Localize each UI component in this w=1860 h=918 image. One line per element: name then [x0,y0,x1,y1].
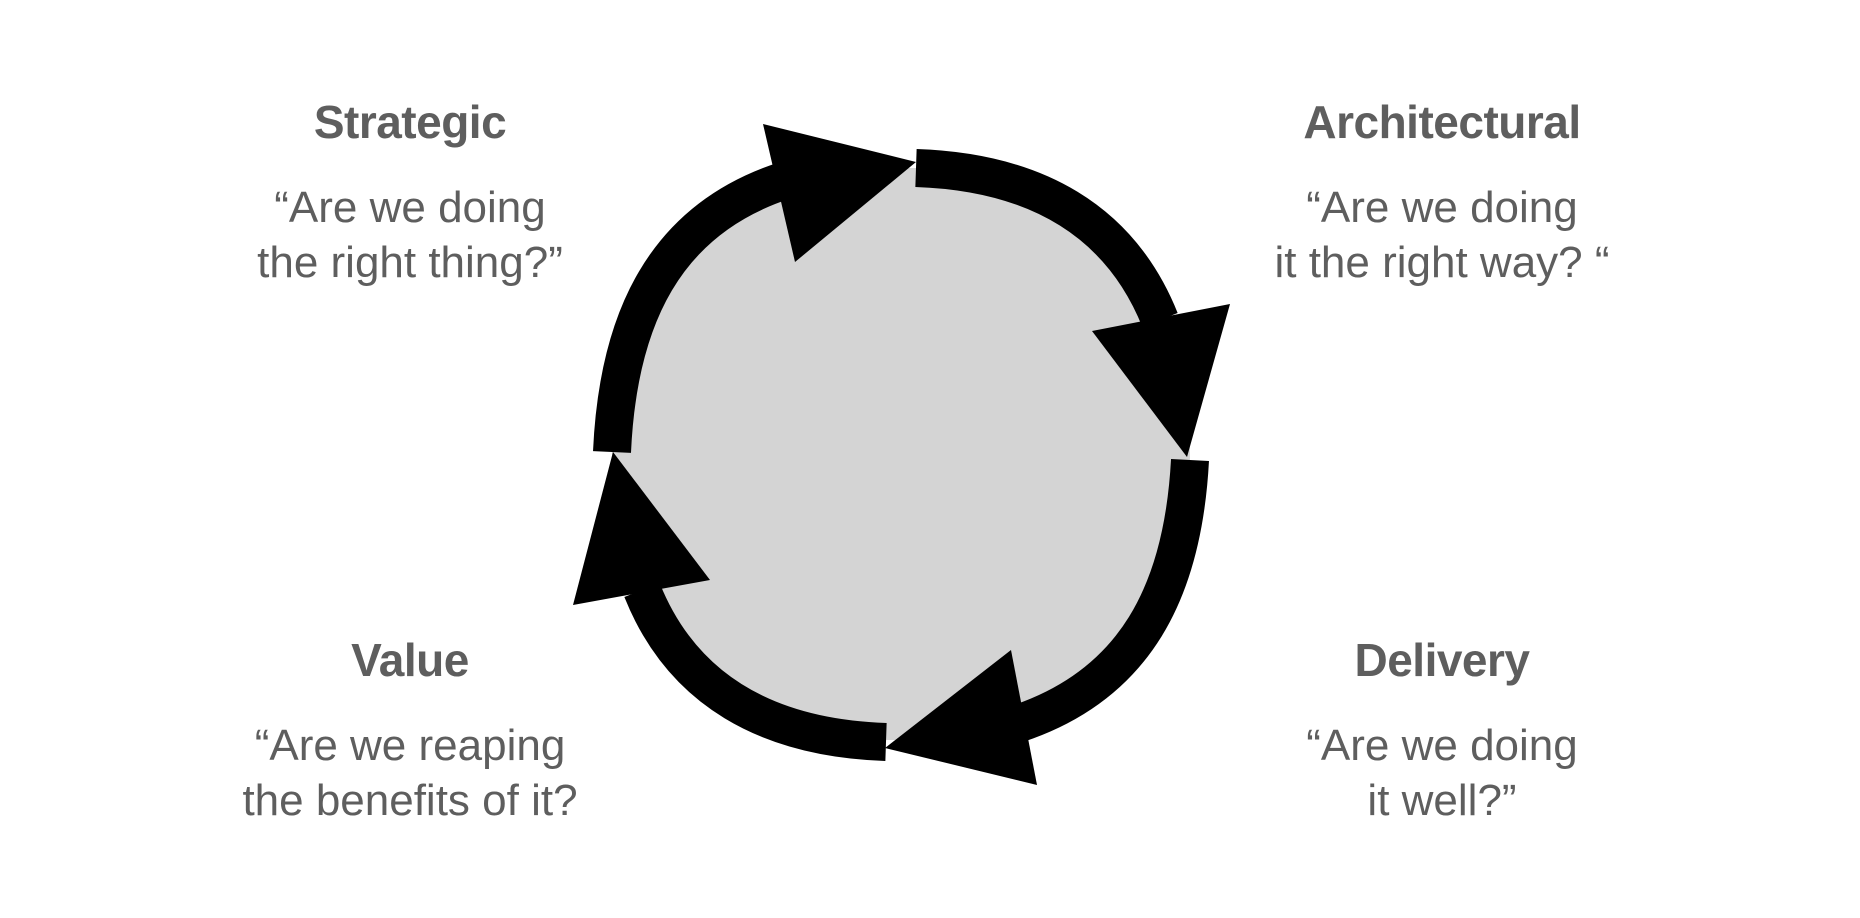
quadrant-architectural: Architectural “Are we doing it the right… [1182,94,1702,290]
quadrant-question-architectural: “Are we doing it the right way? “ [1182,180,1702,290]
arrow-strategic-to-architectural [593,124,916,453]
question-line: “Are we doing [1306,721,1578,770]
question-line: it the right way? “ [1274,238,1610,287]
question-line: it well?” [1367,776,1517,825]
question-line: “Are we doing [274,183,546,232]
quadrant-title-strategic: Strategic [313,96,507,148]
arrow-delivery-to-value [885,458,1209,785]
question-line: “Are we reaping [254,721,566,770]
quadrant-delivery: Delivery “Are we doing it well?” [1182,632,1702,828]
quadrant-title-delivery: Delivery [1354,634,1530,686]
quadrant-title-architectural: Architectural [1303,96,1581,148]
arrow-architectural-to-delivery [915,149,1230,457]
quadrant-value: Value “Are we reaping the benefits of it… [150,632,670,828]
quadrant-title-value: Value [351,634,469,686]
quadrant-question-delivery: “Are we doing it well?” [1182,718,1702,828]
question-line: the benefits of it? [242,776,578,825]
arrow-value-to-strategic [573,452,887,761]
question-line: the right thing?” [257,238,563,287]
quadrant-strategic: Strategic “Are we doing the right thing?… [150,94,670,290]
quadrant-question-strategic: “Are we doing the right thing?” [150,180,670,290]
cycle-center-fill [612,168,1190,740]
question-line: “Are we doing [1306,183,1578,232]
quadrant-question-value: “Are we reaping the benefits of it? [150,718,670,828]
